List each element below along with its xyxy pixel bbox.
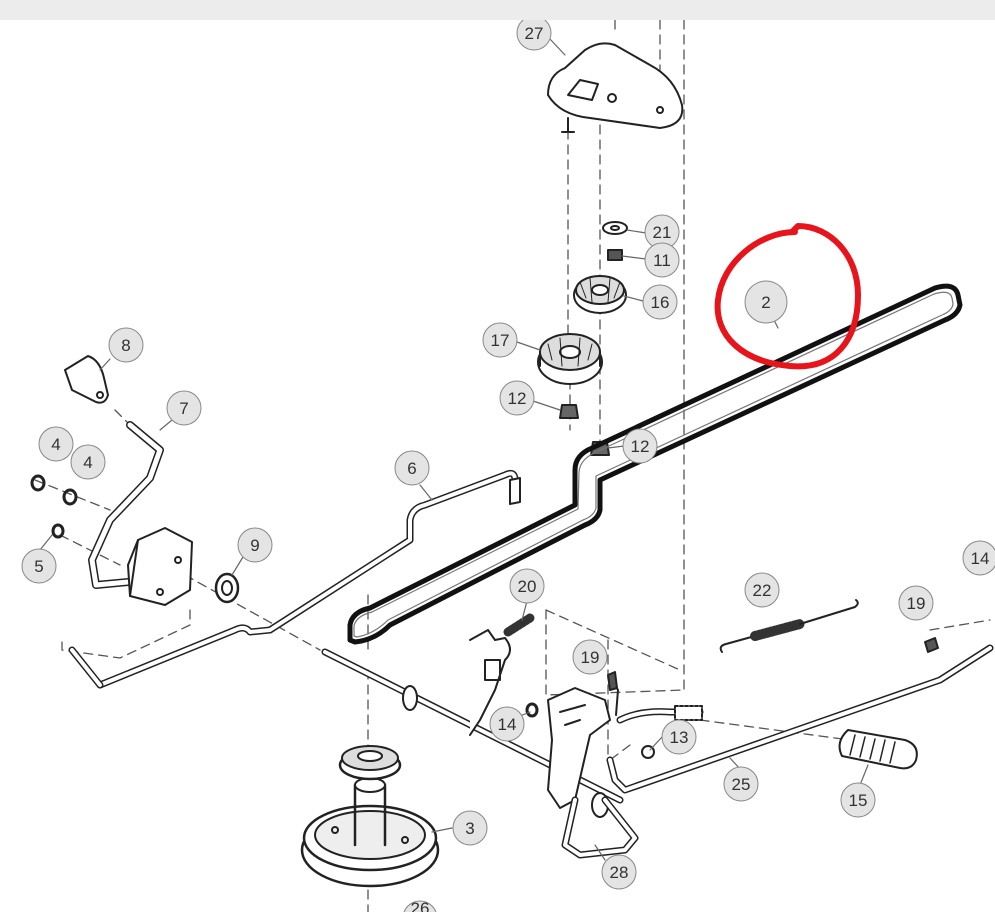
control-rod-25	[606, 644, 994, 794]
top-bar	[0, 0, 995, 20]
svg-text:28: 28	[610, 863, 629, 882]
clip-19	[924, 637, 939, 653]
callout-12a: 12	[499, 380, 535, 416]
svg-text:15: 15	[849, 791, 868, 810]
svg-text:16: 16	[651, 293, 670, 312]
assembly-dashed-lines	[34, 20, 991, 912]
washer-13	[641, 745, 655, 759]
callout-17: 17	[482, 322, 518, 358]
extension-spring-22	[719, 599, 859, 653]
svg-text:21: 21	[653, 223, 672, 242]
spring-20	[503, 613, 535, 637]
svg-text:11: 11	[653, 251, 671, 270]
svg-text:19: 19	[581, 648, 600, 667]
lift-rod-7	[88, 421, 164, 589]
callout-21: 21	[644, 214, 680, 250]
drive-belt	[347, 283, 963, 645]
bracket-part	[127, 527, 193, 606]
svg-text:9: 9	[250, 536, 259, 555]
callout-2: 2	[744, 280, 788, 324]
svg-text:27: 27	[525, 24, 544, 43]
callout-12b: 12	[622, 428, 658, 464]
callout-27: 27	[516, 20, 552, 51]
callout-7: 7	[166, 390, 202, 426]
handle-grip-8	[64, 355, 109, 404]
callout-4a: 4	[38, 426, 74, 462]
callout-8: 8	[108, 327, 144, 363]
callout-3: 3	[452, 810, 488, 846]
washer-21	[602, 221, 628, 235]
svg-text:14: 14	[498, 715, 517, 734]
washer-14a	[525, 702, 539, 718]
callout-11: 11	[644, 242, 680, 278]
highlight-annotation	[714, 223, 861, 370]
callout-4b: 4	[70, 444, 106, 480]
callout-5: 5	[21, 548, 57, 584]
svg-text:4: 4	[51, 435, 60, 454]
callout-26: 26	[403, 899, 437, 912]
leader-lines	[39, 37, 869, 861]
callout-16: 16	[642, 284, 678, 320]
idler-pulley-17	[537, 333, 603, 385]
svg-text:5: 5	[34, 557, 43, 576]
handle-grip-15	[838, 729, 918, 770]
svg-text:12: 12	[508, 389, 527, 408]
lever-assembly	[469, 629, 619, 809]
svg-text:4: 4	[83, 453, 92, 472]
clip-19b	[607, 671, 618, 691]
svg-text:8: 8	[121, 336, 130, 355]
callout-22: 22	[744, 572, 780, 608]
svg-text:14: 14	[971, 549, 990, 568]
svg-text:26: 26	[411, 899, 430, 912]
washer-4a	[30, 474, 46, 492]
callout-9: 9	[237, 527, 273, 563]
svg-text:22: 22	[753, 581, 772, 600]
svg-text:7: 7	[179, 399, 188, 418]
washer-4b	[62, 488, 78, 506]
svg-text:3: 3	[465, 819, 474, 838]
svg-text:20: 20	[518, 577, 537, 596]
callout-13: 13	[661, 719, 697, 755]
nut-12-a	[559, 404, 579, 419]
svg-text:2: 2	[761, 293, 770, 312]
callout-15: 15	[840, 782, 876, 818]
washer-9	[214, 572, 240, 604]
idler-pulley-16	[573, 275, 627, 314]
washer-5	[51, 523, 65, 539]
callout-14a: 14	[489, 706, 525, 742]
drive-pulley-3	[300, 745, 440, 888]
svg-text:25: 25	[732, 775, 751, 794]
callout-20: 20	[509, 568, 545, 604]
svg-text:13: 13	[670, 728, 689, 747]
callout-25: 25	[723, 766, 759, 802]
bracket-rod-28	[561, 796, 639, 859]
callout-6: 6	[394, 450, 430, 486]
callout-19a: 19	[898, 585, 934, 621]
svg-text:19: 19	[907, 594, 926, 613]
svg-text:17: 17	[491, 331, 510, 350]
callout-19b: 19	[572, 639, 608, 675]
callout-14b: 14	[962, 540, 995, 576]
nut-11	[607, 249, 623, 261]
clutch-rod-6	[68, 469, 521, 689]
pivot-bracket	[547, 42, 684, 133]
svg-text:12: 12	[631, 437, 650, 456]
callout-28: 28	[601, 854, 637, 890]
svg-text:6: 6	[407, 459, 416, 478]
